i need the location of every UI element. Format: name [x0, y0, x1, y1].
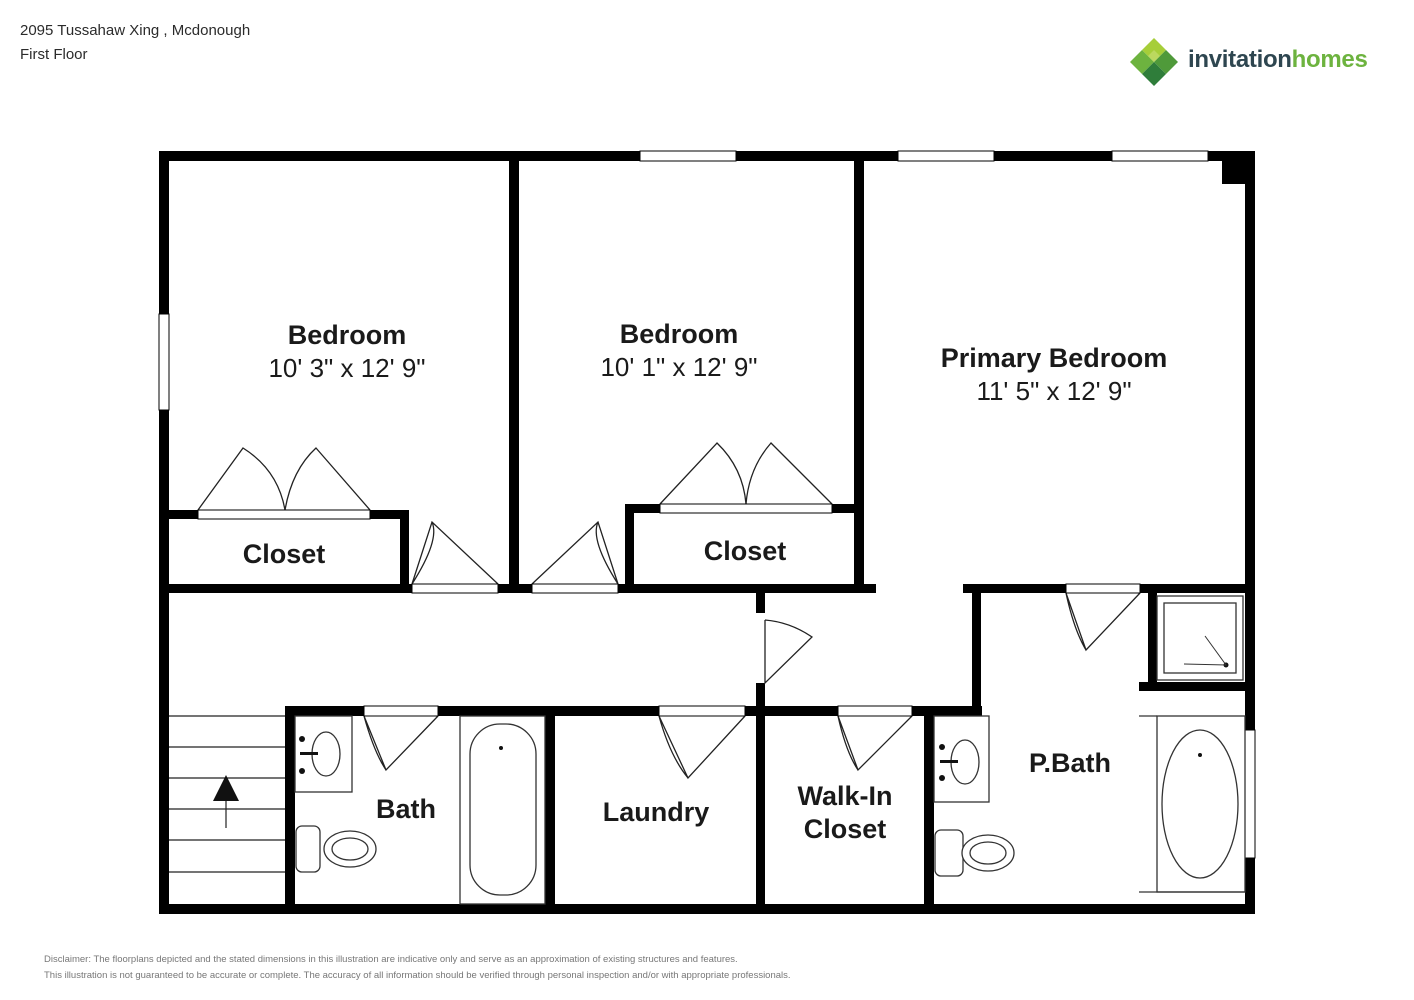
- logo-wordmark: invitationhomes: [1188, 46, 1368, 73]
- diamond-cluster-logo-icon: [1130, 38, 1178, 86]
- bedroom-2-name: Bedroom: [620, 319, 739, 349]
- stair-up-arrow-icon: [213, 775, 239, 801]
- disclaimer-line-2: This illustration is not guaranteed to b…: [44, 970, 791, 981]
- door-swings: [197, 442, 1141, 780]
- closet-1-name: Closet: [243, 539, 326, 569]
- door-openings: [197, 503, 1141, 717]
- bath-name: Bath: [376, 794, 436, 824]
- p-bath-name: P.Bath: [1029, 748, 1111, 778]
- bedroom-1-dims: 10' 3" x 12' 9": [268, 353, 425, 383]
- closet-2-name: Closet: [704, 536, 787, 566]
- shower-drain-lines: [1183, 635, 1227, 666]
- property-address: 2095 Tussahaw Xing , Mcdonough: [20, 22, 251, 39]
- floor-label: First Floor: [20, 46, 88, 63]
- laundry-name: Laundry: [603, 797, 710, 827]
- brand-logo: invitationhomes: [1128, 36, 1388, 90]
- bath-fixtures: [294, 595, 1246, 905]
- primary-bedroom-dims: 11' 5" x 12' 9": [976, 376, 1131, 406]
- bedroom-2-dims: 10' 1" x 12' 9": [600, 352, 757, 382]
- bedroom-1-name: Bedroom: [288, 320, 407, 350]
- primary-bedroom-name: Primary Bedroom: [941, 343, 1168, 373]
- windows: [158, 150, 1256, 859]
- disclaimer-line-1: Disclaimer: The floorplans depicted and …: [44, 954, 738, 965]
- walk-in-closet-name-line2: Closet: [804, 814, 887, 844]
- walk-in-closet-name-line1: Walk-In: [797, 781, 892, 811]
